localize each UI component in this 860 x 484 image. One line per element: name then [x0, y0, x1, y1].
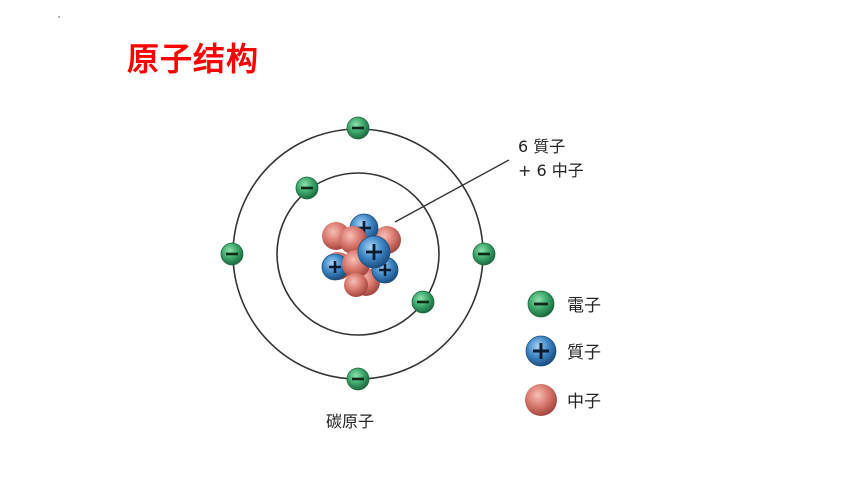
electron [346, 367, 370, 391]
nucleus-label-line1: 6 質子 [518, 137, 565, 156]
nucleus [321, 213, 401, 297]
legend-item-neutron: 中子 [525, 384, 601, 416]
electron [346, 116, 370, 140]
legend: 電子 質子 中子 [525, 290, 601, 416]
inner-orbit [276, 172, 440, 336]
nucleus-pointer-line [394, 159, 510, 223]
diagram-caption: 碳原子 [326, 412, 374, 431]
minus-icon [527, 290, 555, 318]
legend-item-proton: 質子 [525, 335, 601, 367]
legend-item-electron: 電子 [527, 290, 601, 318]
neutron-icon [525, 384, 557, 416]
electron [472, 242, 496, 266]
legend-label: 中子 [567, 392, 601, 412]
corner-dot [58, 16, 60, 18]
electron [220, 242, 244, 266]
neutron [344, 273, 368, 297]
nucleus-label-line2: + 6 中子 [518, 161, 584, 180]
electron [411, 290, 435, 314]
legend-label: 質子 [567, 343, 601, 363]
legend-label: 電子 [567, 296, 601, 316]
plus-icon [525, 335, 557, 367]
page-title: 原子结构 [127, 40, 260, 78]
proton [357, 235, 391, 269]
electron [295, 176, 319, 200]
